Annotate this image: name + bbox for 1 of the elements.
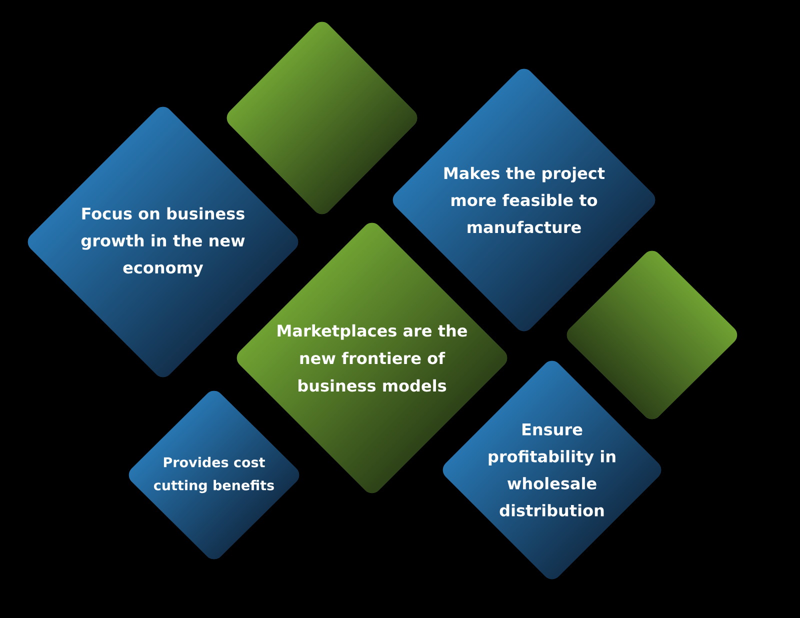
diamond-box: Provides cost cutting benefits (128, 390, 300, 560)
